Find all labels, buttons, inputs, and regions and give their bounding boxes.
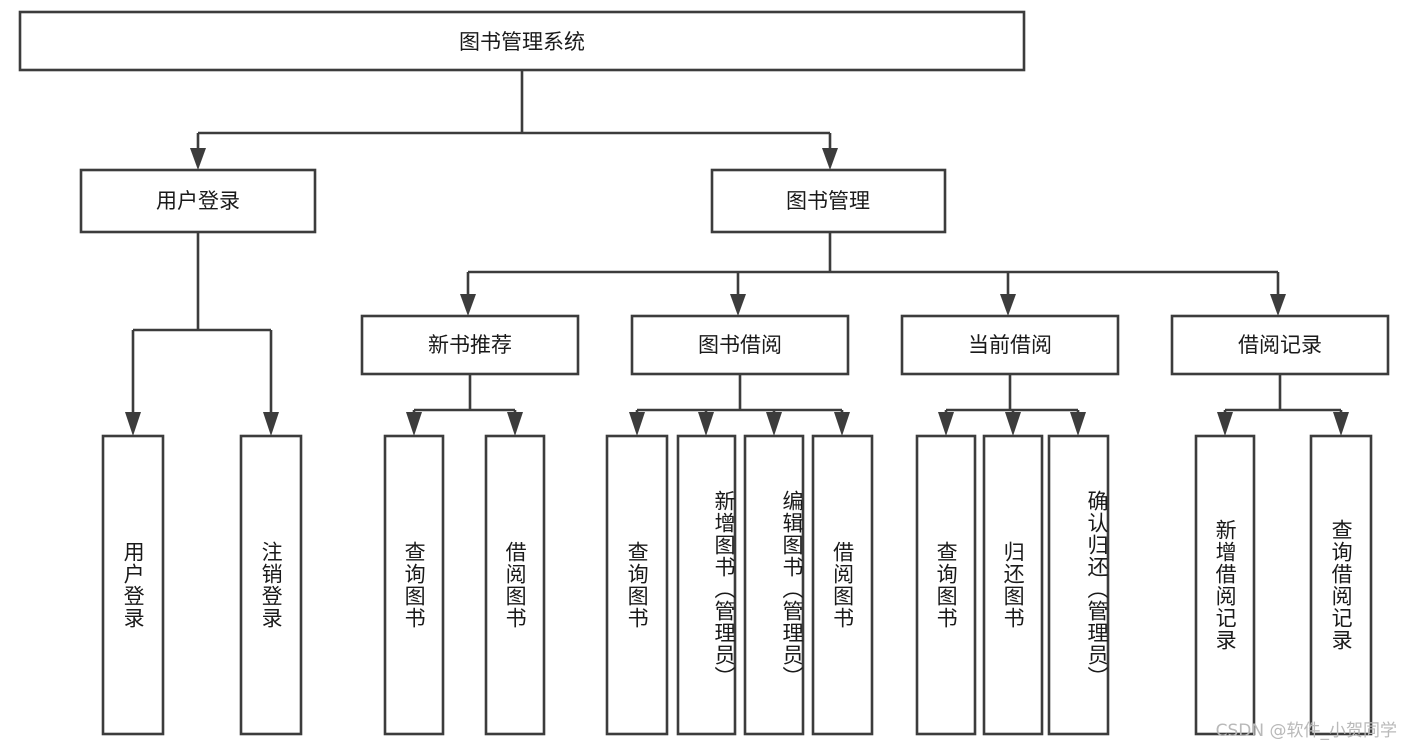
connector-group-current	[938, 374, 1086, 436]
leaf-label-logout: 注销登录	[259, 541, 284, 629]
node-book-management-box[interactable]	[710, 168, 947, 234]
connector-group-book-mgmt	[460, 232, 1286, 316]
node-new-book-recommend-box[interactable]	[360, 314, 580, 376]
arrowhead-leaf-query-book-2	[629, 412, 645, 436]
node-current-borrow-box[interactable]	[900, 314, 1120, 376]
leaf-box-query-book-3[interactable]	[915, 434, 977, 736]
leaf-box-group	[101, 434, 1373, 736]
leaf-label-query-book-1: 查询图书	[402, 541, 427, 629]
node-book-borrow[interactable]: 图书借阅	[630, 314, 850, 376]
leaf-box-borrow-book-1[interactable]	[484, 434, 546, 736]
arrowhead-user-login	[190, 148, 206, 170]
connector-group-borrow	[629, 374, 850, 436]
leaf-box-borrow-book-2[interactable]	[811, 434, 874, 736]
node-root-system-label: 图书管理系统	[459, 30, 585, 54]
leaf-label-add-borrow-record: 新增借阅记录	[1213, 519, 1238, 651]
node-new-book-recommend-label: 新书推荐	[428, 333, 512, 357]
node-current-borrow-label: 当前借阅	[968, 333, 1052, 357]
connector-group-new-books	[406, 374, 523, 436]
node-book-management-label: 图书管理	[786, 189, 870, 213]
leaf-label-return-book: 归还图书	[1001, 541, 1026, 629]
leaf-box-add-book-admin[interactable]	[676, 434, 737, 736]
leaf-label-user-login: 用户登录	[121, 541, 146, 629]
node-user-login[interactable]: 用户登录	[79, 168, 317, 234]
leaf-box-edit-book-admin[interactable]	[743, 434, 805, 736]
leaf-label-borrow-book-2: 借阅图书	[830, 541, 855, 629]
leaf-label-confirm-return-admin: 确认归还（管理员）	[1085, 490, 1109, 688]
node-user-login-box[interactable]	[79, 168, 317, 234]
node-root-system[interactable]: 图书管理系统	[18, 10, 1026, 72]
arrowhead-leaf-confirm-return	[1070, 412, 1086, 436]
node-borrow-records-label: 借阅记录	[1238, 333, 1322, 357]
csdn-watermark: CSDN @软件_小贺同学	[1215, 721, 1397, 741]
leaf-box-query-book-1[interactable]	[383, 434, 445, 736]
node-user-login-label: 用户登录	[156, 189, 240, 213]
leaf-label-query-book-3: 查询图书	[934, 541, 959, 629]
leaf-label-borrow-book-1: 借阅图书	[503, 541, 528, 629]
node-book-borrow-label: 图书借阅	[698, 333, 782, 357]
arrowhead-borrow	[730, 294, 746, 316]
arrowhead-leaf-logout	[263, 412, 279, 436]
node-current-borrow[interactable]: 当前借阅	[900, 314, 1120, 376]
arrowhead-new-books	[460, 294, 476, 316]
node-new-book-recommend[interactable]: 新书推荐	[360, 314, 580, 376]
arrowhead-book-mgmt	[822, 148, 838, 170]
node-book-management[interactable]: 图书管理	[710, 168, 947, 234]
leaf-box-query-borrow-record[interactable]	[1309, 434, 1373, 736]
arrowhead-leaf-query-book-1	[406, 412, 422, 436]
arrowhead-leaf-add-book	[698, 412, 714, 436]
leaf-box-return-book[interactable]	[982, 434, 1044, 736]
leaf-label-edit-book-admin: 编辑图书（管理员）	[780, 490, 804, 688]
node-borrow-records[interactable]: 借阅记录	[1170, 314, 1390, 376]
arrowhead-current	[1000, 294, 1016, 316]
leaf-label-query-book-2: 查询图书	[625, 541, 650, 629]
arrowhead-leaf-borrow-book-1	[507, 412, 523, 436]
leaf-box-add-borrow-record[interactable]	[1194, 434, 1256, 736]
connector-group-root	[190, 70, 838, 170]
connector-group-user-login	[125, 232, 279, 436]
node-borrow-records-box[interactable]	[1170, 314, 1390, 376]
node-root-system-box[interactable]	[18, 10, 1026, 72]
leaf-label-add-book-admin: 新增图书（管理员）	[712, 490, 736, 688]
arrowhead-records	[1270, 294, 1286, 316]
arrowhead-leaf-add-record	[1217, 412, 1233, 436]
arrowhead-leaf-user-login	[125, 412, 141, 436]
leaf-box-confirm-return-admin[interactable]	[1047, 434, 1110, 736]
arrowhead-leaf-query-record	[1333, 412, 1349, 436]
node-book-borrow-box[interactable]	[630, 314, 850, 376]
arrowhead-leaf-edit-book	[766, 412, 782, 436]
connector-group-records	[1217, 374, 1349, 436]
leaf-box-user-login[interactable]	[101, 434, 165, 736]
arrowhead-leaf-query-book-3	[938, 412, 954, 436]
arrowhead-leaf-borrow-book-2	[834, 412, 850, 436]
leaf-label-query-borrow-record: 查询借阅记录	[1329, 519, 1354, 651]
arrowhead-leaf-return-book	[1005, 412, 1021, 436]
leaf-box-logout[interactable]	[239, 434, 303, 736]
leaf-box-query-book-2[interactable]	[605, 434, 669, 736]
